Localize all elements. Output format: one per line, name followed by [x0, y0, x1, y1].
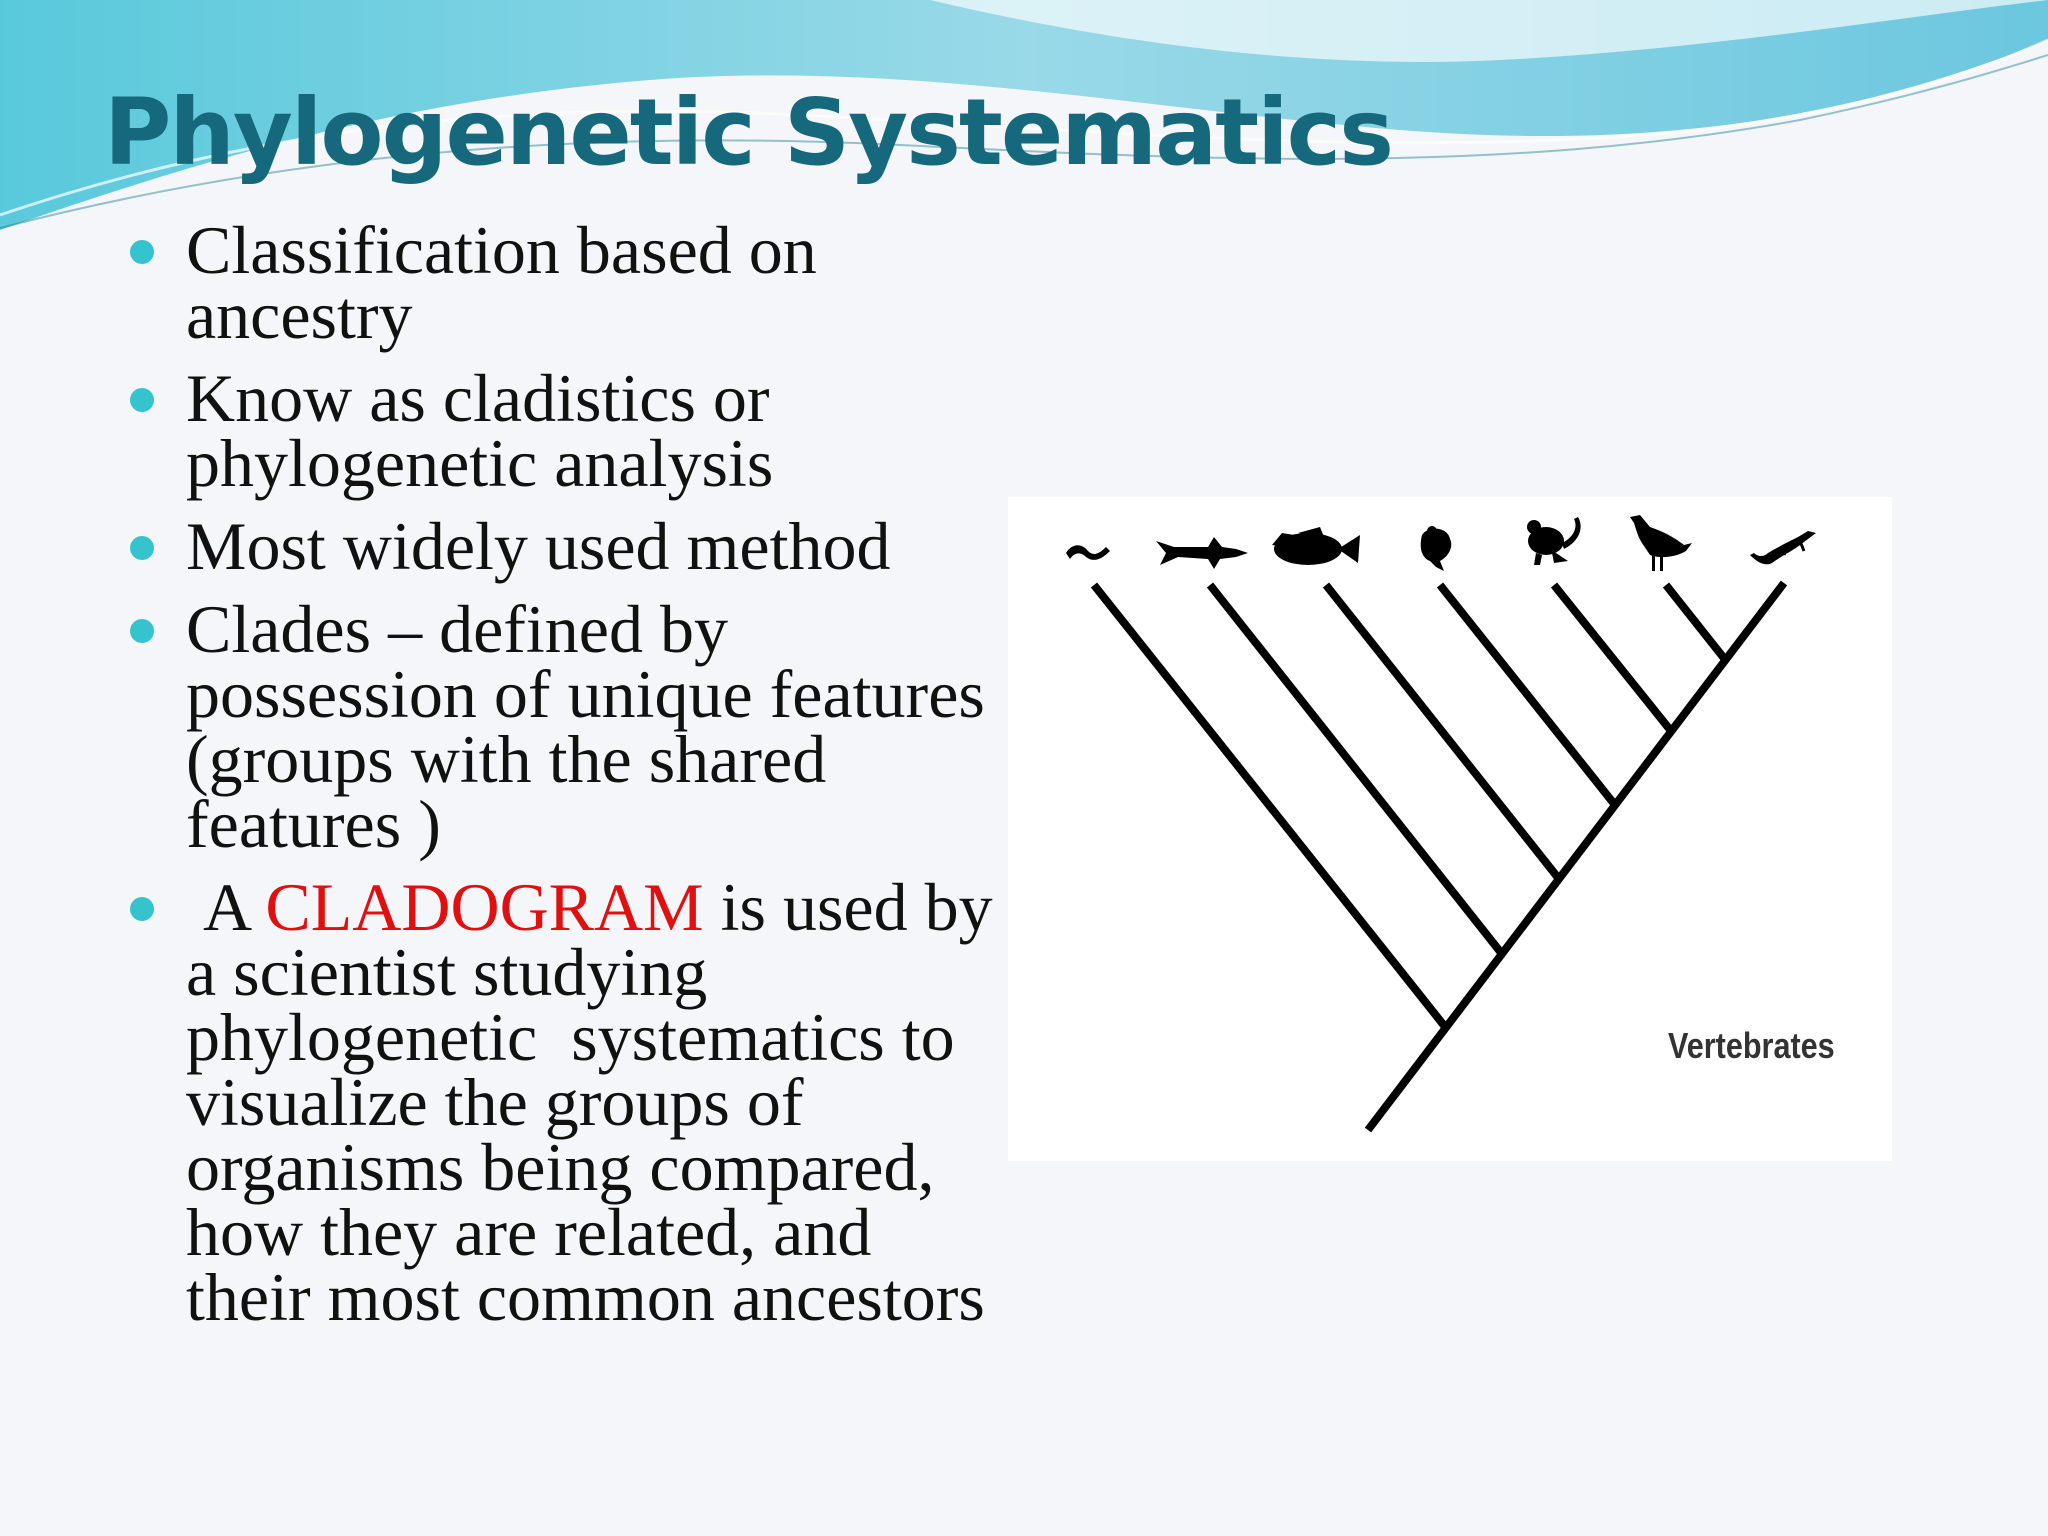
cladogram-branch: [1436, 582, 1619, 808]
bullet-list: Classification based on ancestry Know as…: [128, 216, 1008, 1348]
cladogram-branch: [1090, 582, 1450, 1031]
mouse-icon: [1527, 517, 1581, 565]
bullet-dot-icon: [130, 388, 154, 412]
bullet-dot-icon: [130, 536, 154, 560]
bullet-text-after: is used by a scientist studying phylogen…: [186, 869, 1010, 1335]
cladogram-branch: [1206, 582, 1506, 957]
shark-icon: [1156, 537, 1248, 569]
slide-title: Phylogenetic Systematics: [104, 79, 1394, 186]
bullet-item: Most widely used method: [128, 512, 1008, 580]
bullet-dot-icon: [130, 240, 154, 264]
bullet-text: Most widely used method: [186, 508, 891, 584]
bullet-dot-icon: [130, 897, 154, 921]
cladogram-branch: [1662, 582, 1731, 665]
bullet-text: Clades – defined by possession of unique…: [186, 591, 985, 862]
cladogram-branch: [1550, 582, 1675, 734]
bullet-item: Know as cladistics or phylogenetic analy…: [128, 364, 1008, 497]
bird-icon: [1630, 515, 1692, 571]
cladogram-highlight: CLADOGRAM: [265, 869, 704, 945]
bullet-text-before: A: [186, 869, 266, 945]
clade-label: Vertebrates: [1668, 1025, 1835, 1066]
background-waves: [0, 0, 2048, 230]
bullet-item: A CLADOGRAM is used by a scientist study…: [128, 873, 1008, 1331]
lamprey-icon: [1066, 545, 1110, 560]
cladogram-trunk: [1364, 580, 1788, 1133]
frog-icon: [1420, 526, 1452, 571]
bullet-item: Classification based on ancestry: [128, 216, 1008, 349]
bullet-text: Classification based on ancestry: [186, 212, 817, 353]
fish-icon: [1272, 527, 1360, 565]
bullet-dot-icon: [130, 619, 154, 643]
bullet-item: Clades – defined by possession of unique…: [128, 595, 1008, 858]
cladogram-branch: [1322, 582, 1563, 882]
lizard-icon: [1750, 531, 1816, 565]
cladogram-figure: Vertebrates: [1008, 497, 1892, 1161]
bullet-text: Know as cladistics or phylogenetic analy…: [186, 360, 774, 501]
